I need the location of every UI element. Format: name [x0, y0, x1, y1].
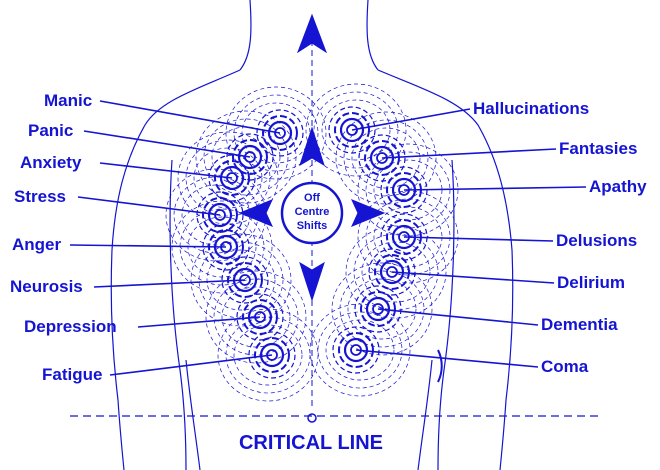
leader-right-2 — [404, 187, 586, 190]
arm-left-inner — [170, 160, 186, 470]
label-dementia: Dementia — [541, 315, 618, 334]
label-anxiety: Anxiety — [20, 153, 82, 172]
left-labels: Manic Panic Anxiety Stress Anger Neurosi… — [10, 91, 117, 384]
critical-line-marker — [308, 414, 316, 422]
neck-right — [367, 0, 378, 70]
label-depression: Depression — [24, 317, 117, 336]
leader-right-0 — [352, 109, 470, 130]
label-delusions: Delusions — [556, 231, 637, 250]
centre-label-line1: Off — [304, 192, 320, 204]
down-arrow — [300, 263, 324, 300]
centre-label-line3: Shifts — [297, 220, 328, 232]
waist-left — [186, 360, 200, 470]
leader-left-6 — [138, 317, 260, 327]
critical-line-label: CRITICAL LINE — [239, 432, 383, 454]
label-stress: Stress — [14, 187, 66, 206]
label-hallucinations: Hallucinations — [473, 99, 589, 118]
label-manic: Manic — [44, 91, 92, 110]
leader-left-0 — [100, 101, 280, 133]
leader-right-1 — [382, 149, 556, 158]
neck-left — [240, 0, 251, 70]
leader-left-7 — [110, 355, 272, 375]
label-coma: Coma — [541, 357, 589, 376]
side-mark — [438, 350, 442, 382]
top-arrow — [298, 15, 326, 52]
waist-right — [418, 360, 432, 470]
right-arrow — [352, 200, 384, 226]
label-anger: Anger — [12, 235, 62, 254]
label-neurosis: Neurosis — [10, 277, 83, 296]
right-labels: Hallucinations Fantasies Apathy Delusion… — [473, 99, 647, 376]
label-panic: Panic — [28, 121, 73, 140]
label-fatigue: Fatigue — [42, 365, 102, 384]
leader-right-4 — [392, 272, 554, 283]
centre-label-line2: Centre — [295, 206, 330, 218]
leader-right-5 — [378, 309, 538, 325]
label-delirium: Delirium — [557, 273, 625, 292]
label-fantasies: Fantasies — [559, 139, 637, 158]
label-apathy: Apathy — [589, 177, 647, 196]
up-arrow — [300, 128, 324, 165]
leader-left-1 — [84, 131, 250, 157]
centre-node: Off Centre Shifts — [282, 183, 342, 243]
shoulder-left — [111, 70, 240, 470]
